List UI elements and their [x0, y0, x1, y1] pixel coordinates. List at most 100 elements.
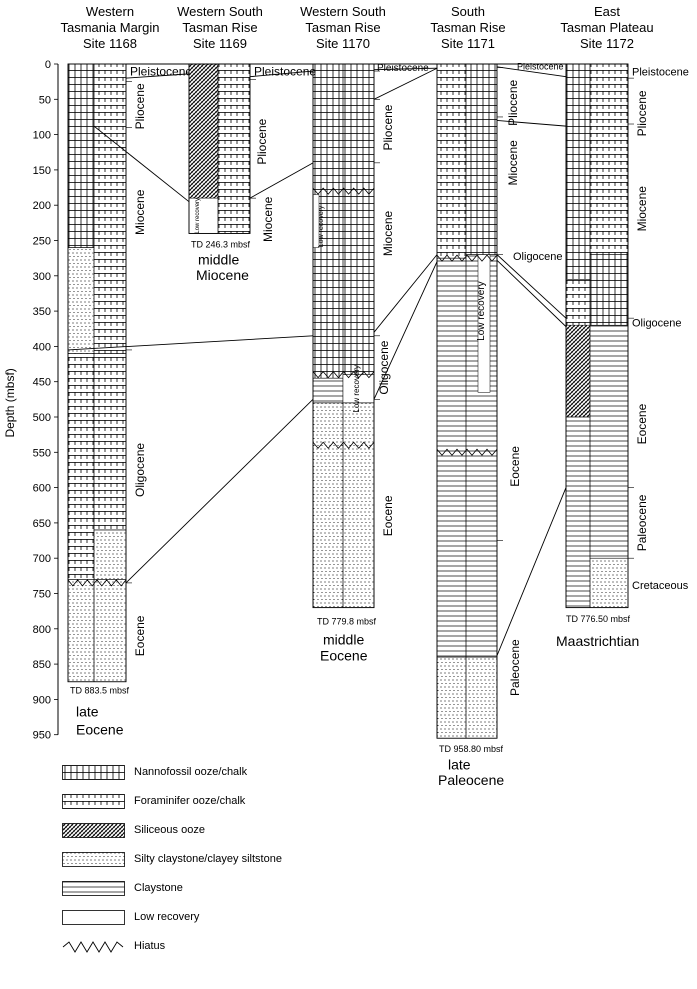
- lithology-block: [93, 579, 127, 683]
- epoch-label: Oligocene: [513, 251, 563, 263]
- lithology-block: [93, 63, 127, 354]
- epoch-label: Pleistocene: [517, 62, 564, 72]
- bottom-age-label: late: [76, 703, 99, 719]
- lithology-block: [342, 63, 375, 375]
- low-recovery-block: [477, 254, 491, 393]
- site-header-line: Tasman Rise: [430, 20, 506, 35]
- site-header-line: Western South: [177, 4, 263, 19]
- site-1170-header: Western South Tasman Rise Site 1170: [273, 4, 413, 52]
- site-1169-header: Western South Tasman Rise Site 1169: [150, 4, 290, 52]
- legend-item: Low recovery: [62, 910, 199, 928]
- epoch-label: Oligocene: [133, 443, 147, 497]
- correlation-line: [373, 67, 438, 100]
- depth-tick-label: 350: [33, 306, 51, 318]
- epoch-label: Paleocene: [635, 494, 649, 551]
- legend-swatch: [62, 765, 125, 780]
- lithology-block: [93, 353, 127, 531]
- legend-item: Claystone: [62, 881, 183, 899]
- hiatus-mark: [436, 254, 498, 262]
- lithology-block: [188, 63, 219, 199]
- site-header-line: Tasmania Margin: [60, 20, 160, 35]
- correlation-line: [125, 73, 190, 79]
- legend-swatch: [62, 852, 125, 867]
- legend-item: Foraminifer ooze/chalk: [62, 794, 245, 812]
- lithology-block: [589, 254, 629, 326]
- low-recovery-label: Low recovery: [476, 281, 487, 340]
- legend-label: Hiatus: [134, 940, 166, 952]
- depth-tick-label: 400: [33, 341, 51, 353]
- hiatus-mark: [312, 441, 375, 449]
- site-header-line: South: [451, 4, 485, 19]
- epoch-label: Pliocene: [635, 90, 649, 136]
- lithology-block: [565, 279, 591, 326]
- correlation-line: [373, 261, 438, 400]
- depth-tick-label: 900: [33, 694, 51, 706]
- epoch-label: Oligocene: [377, 340, 391, 394]
- epoch-label: Miocene: [506, 140, 520, 186]
- depth-tick-label: 0: [45, 59, 51, 71]
- lithology-block: [436, 257, 467, 658]
- correlation-line: [496, 254, 567, 319]
- depth-tick-label: 100: [33, 130, 51, 142]
- epoch-label: Miocene: [381, 210, 395, 256]
- epoch-label: Eocene: [508, 446, 522, 487]
- bottom-age-label: Paleocene: [438, 772, 504, 788]
- depth-tick-label: 700: [33, 553, 51, 565]
- core-column-outline: [67, 63, 127, 683]
- lithology-block: [589, 63, 629, 255]
- site-header-line: Site 1170: [316, 36, 370, 51]
- depth-tick-label: 800: [33, 624, 51, 636]
- low-recovery-label: Low recovery: [352, 365, 361, 413]
- site-header-line: Western: [85, 4, 135, 19]
- depth-tick-label: 250: [33, 236, 51, 248]
- lithology-block: [565, 416, 591, 608]
- legend-item: Silty claystone/clayey siltstone: [62, 852, 282, 870]
- lithology-block: [67, 353, 95, 580]
- low-recovery-label: Low recovery: [318, 205, 325, 247]
- hiatus-mark: [436, 448, 498, 456]
- epoch-label: Oligocene: [632, 317, 682, 329]
- epoch-label: Pliocene: [255, 118, 269, 164]
- site-header-line: Site 1169: [193, 36, 247, 51]
- depth-tick-label: 650: [33, 518, 51, 530]
- epoch-label: Miocene: [635, 186, 649, 232]
- lithology-block: [93, 529, 127, 580]
- hiatus-mark: [67, 579, 127, 587]
- total-depth-label: TD 246.3 mbsf: [191, 240, 251, 250]
- correlation-line: [496, 487, 567, 656]
- bottom-age-label: Eocene: [76, 722, 124, 738]
- legend-label: Foraminifer ooze/chalk: [134, 795, 246, 807]
- correlation-line: [249, 70, 314, 78]
- legend-swatch: [62, 910, 125, 925]
- bottom-age-label: Miocene: [196, 267, 249, 283]
- site-header-line: Tasman Plateau: [560, 20, 654, 35]
- legend-label: Silty claystone/clayey siltstone: [134, 853, 282, 865]
- epoch-label: Cretaceous: [632, 580, 689, 592]
- depth-tick-label: 750: [33, 589, 51, 601]
- bottom-age-label: late: [448, 756, 471, 772]
- bottom-age-label: middle: [323, 631, 364, 647]
- bottom-age-label: middle: [198, 252, 239, 268]
- depth-tick-label: 950: [33, 730, 51, 742]
- site-header-line: East: [593, 4, 620, 19]
- site-header-line: Western South: [300, 4, 386, 19]
- site-1168-header: Western Tasmania Margin Site 1168: [40, 4, 180, 52]
- epoch-label: Pliocene: [506, 79, 520, 125]
- site-1171-header: South Tasman Rise Site 1171: [398, 4, 538, 52]
- correlation-line: [496, 66, 567, 78]
- depth-tick-label: 150: [33, 165, 51, 177]
- site-header-line: Site 1168: [83, 36, 137, 51]
- epoch-label: Miocene: [261, 196, 275, 242]
- hiatus-mark: [312, 187, 375, 195]
- legend-label: Claystone: [134, 882, 183, 894]
- correlation-line: [373, 254, 438, 333]
- lithology-block: [589, 557, 629, 608]
- site-header-line: Tasman Rise: [305, 20, 381, 35]
- hiatus-swatch: [62, 941, 124, 953]
- correlation-line: [496, 259, 567, 327]
- legend-item: Nannofossil ooze/chalk: [62, 765, 247, 783]
- total-depth-label: TD 958.80 mbsf: [439, 744, 504, 754]
- legend-label: Low recovery: [134, 911, 200, 923]
- lithology-block: [565, 324, 591, 418]
- lithology-block: [188, 197, 219, 234]
